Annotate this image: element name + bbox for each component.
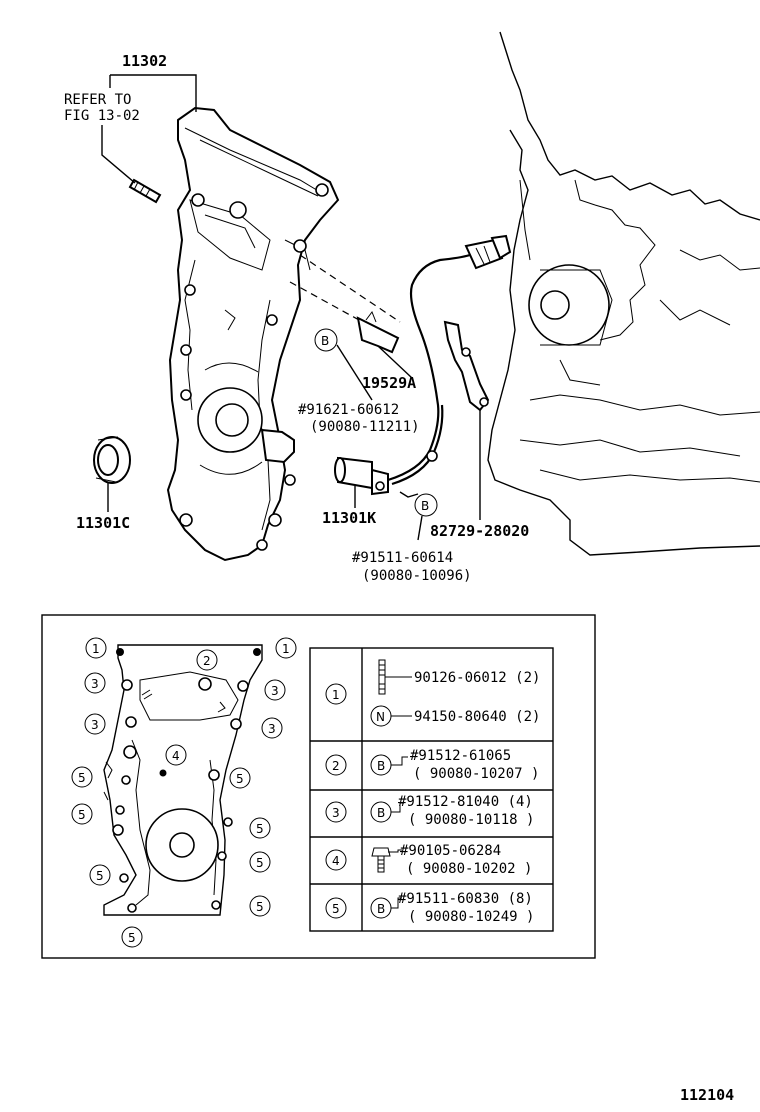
legend-index-4: 4 (332, 854, 340, 868)
map-callout-circle (264, 679, 286, 701)
crank-position-sensor (334, 234, 512, 508)
bolt-icon-row4 (371, 847, 402, 873)
map-callout-circle (84, 713, 106, 735)
legend-1-line-2: 94150-80640 (2) (414, 709, 540, 725)
svg-text:B: B (377, 806, 385, 820)
map-callout-label: 5 (256, 822, 264, 836)
stud-bolt (128, 178, 162, 204)
map-callout-circle (84, 672, 106, 694)
label-cover: 11302 (122, 52, 167, 70)
svg-text:B: B (377, 759, 385, 773)
map-callout-label: 3 (91, 718, 99, 732)
map-callout-circle (249, 895, 271, 917)
label-plate: 19529A (362, 374, 416, 392)
map-callout-label: 5 (128, 931, 136, 945)
stud-icon (378, 659, 412, 695)
label-bolt1-b: (90080-11211) (310, 419, 420, 435)
label-bolt2-a: #91511-60614 (352, 550, 453, 566)
svg-text:N: N (376, 710, 385, 724)
map-callout-label: 2 (203, 654, 211, 668)
map-callout-circle (196, 649, 218, 671)
label-refer-2: FIG 13-02 (64, 108, 140, 124)
b-icon-row2: B (370, 754, 408, 776)
map-callout-circle (275, 637, 297, 659)
legend-3-line-2: ( 90080-10118 ) (408, 812, 534, 828)
legend-table: N B B B 1 2 3 4 5 (309, 647, 554, 932)
inset-frame (41, 614, 596, 959)
map-callout-label: 4 (172, 749, 180, 763)
label-seal: 11301C (76, 514, 130, 532)
legend-index-5: 5 (332, 902, 340, 916)
map-callout-label: 5 (78, 771, 86, 785)
b-marker-1: B (321, 334, 329, 348)
wire-clamp (443, 320, 490, 520)
map-callout-circle (121, 926, 143, 948)
oil-seal (93, 436, 131, 512)
map-callout-label: 5 (256, 856, 264, 870)
label-bolt2-b: (90080-10096) (362, 568, 472, 584)
label-clamp: 82729-28020 (430, 522, 529, 540)
map-callout-label: 5 (96, 869, 104, 883)
map-callout-circle (85, 637, 107, 659)
legend-1-line-1: 90126-06012 (2) (414, 670, 540, 686)
map-callout-label: 3 (271, 684, 279, 698)
legend-index-2: 2 (332, 759, 340, 773)
legend-4-line-1: #90105-06284 (400, 843, 501, 859)
timing-chain-cover (166, 106, 340, 562)
legend-3-line-1: #91512-81040 (4) (398, 794, 533, 810)
map-callout-label: 1 (282, 642, 290, 656)
map-callout-label: 3 (91, 677, 99, 691)
legend-5-line-2: ( 90080-10249 ) (408, 909, 534, 925)
b-marker-2: B (421, 499, 429, 513)
map-callout-circle (249, 851, 271, 873)
map-callout-label: 1 (92, 642, 100, 656)
legend-2-line-2: ( 90080-10207 ) (413, 766, 539, 782)
label-refer-1: REFER TO (64, 92, 131, 108)
map-callout-label: 5 (78, 808, 86, 822)
map-callouts: 1 1 2 3 3 3 3 4 5 5 5 5 5 5 5 5 (71, 637, 297, 948)
map-callout-circle (71, 803, 93, 825)
bolt-location-map (103, 644, 263, 916)
legend-2-line-1: #91512-61065 (410, 748, 511, 764)
label-bolt1-a: #91621-60612 (298, 402, 399, 418)
map-callout-circle (89, 864, 111, 886)
map-callout-circle (71, 766, 93, 788)
legend-index-1: 1 (332, 688, 340, 702)
legend-index-3: 3 (332, 806, 340, 820)
map-callout-label: 5 (256, 900, 264, 914)
nut-icon: N (370, 705, 412, 727)
label-sensor: 11301K (322, 509, 376, 527)
bolt-hole-dots (112, 648, 261, 913)
map-callout-label: 5 (236, 772, 244, 786)
b-icon-row3: B (370, 801, 404, 823)
map-callout-circle (249, 817, 271, 839)
legend-4-line-2: ( 90080-10202 ) (406, 861, 532, 877)
legend-5-line-1: #91511-60830 (8) (398, 891, 533, 907)
svg-text:B: B (377, 902, 385, 916)
engine-block (487, 31, 760, 556)
plate-19529A (356, 310, 413, 379)
map-callout-label: 3 (268, 722, 276, 736)
map-callout-circle (165, 744, 187, 766)
map-callout-circle (261, 717, 283, 739)
page-number: 112104 (680, 1086, 734, 1104)
b-icon-row5: B (370, 897, 402, 919)
map-callout-circle (229, 767, 251, 789)
